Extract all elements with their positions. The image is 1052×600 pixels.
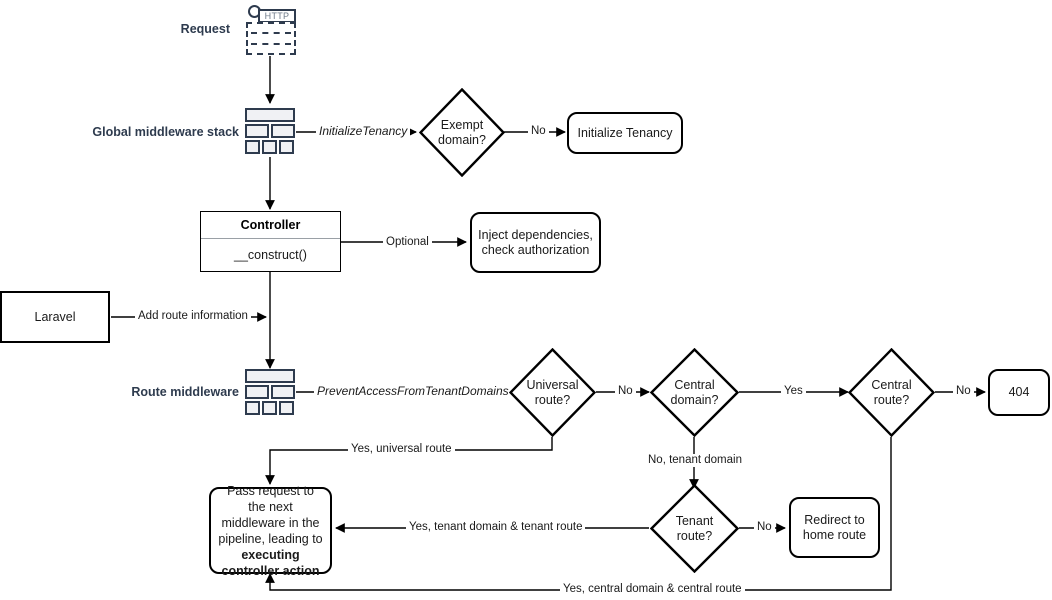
decision-exempt-domain: Exempt domain?: [419, 88, 505, 177]
controller-title: Controller: [201, 212, 340, 239]
edge-label-universal-no: No: [615, 385, 636, 398]
diamond-shape: [650, 348, 739, 437]
decision-central-route: Central route?: [848, 348, 935, 437]
http-protocol-label: HTTP: [258, 9, 296, 23]
edge-label-no-tenant-domain: No, tenant domain: [645, 454, 745, 467]
edge-label-add-route-information: Add route information: [135, 310, 251, 323]
diamond-shape: [509, 348, 596, 437]
diamond-shape: [419, 88, 505, 177]
decision-universal-route-label: Universal route?: [526, 377, 579, 407]
http-body-icon: [246, 22, 296, 55]
edge-label-optional: Optional: [383, 236, 432, 249]
edge-label-yes-central-domain-central-route: Yes, central domain & central route: [560, 583, 745, 596]
decision-central-domain-label: Central domain?: [670, 377, 719, 407]
decision-exempt-domain-label: Exempt domain?: [438, 117, 486, 147]
label-request: Request: [180, 22, 230, 36]
label-route-middleware: Route middleware: [131, 385, 239, 399]
pass-request-emphasis: executing controller action: [221, 547, 320, 578]
edge-label-yes-tenant-domain-tenant-route: Yes, tenant domain & tenant route: [406, 521, 586, 534]
edge-label-tenant-route-no: No: [754, 521, 775, 534]
node-404: 404: [988, 369, 1050, 416]
edge-label-initialize-tenancy: InitializeTenancy: [316, 125, 411, 138]
edge-label-exempt-no: No: [528, 125, 549, 138]
http-request-icon: HTTP: [244, 4, 296, 56]
edge-label-prevent-access-from-tenant-domains: PreventAccessFromTenantDomains: [314, 385, 512, 398]
pass-request-text: Pass request to the next middleware in t…: [218, 483, 323, 578]
node-inject-dependencies: Inject dependencies, check authorization: [470, 212, 601, 273]
edge-label-central-route-no: No: [953, 385, 974, 398]
diamond-shape: [650, 484, 739, 573]
edge-label-yes-universal-route: Yes, universal route: [348, 443, 455, 456]
diamond-shape: [848, 348, 935, 437]
node-redirect-home-route: Redirect to home route: [789, 497, 880, 558]
controller-construct-method: __construct(): [234, 248, 307, 262]
decision-universal-route: Universal route?: [509, 348, 596, 437]
decision-central-domain: Central domain?: [650, 348, 739, 437]
decision-tenant-route: Tenant route?: [650, 484, 739, 573]
node-controller: Controller __construct(): [200, 211, 341, 272]
label-global-middleware-stack: Global middleware stack: [92, 125, 239, 139]
global-middleware-stack-icon: [245, 108, 297, 156]
decision-central-route-label: Central route?: [871, 377, 912, 407]
decision-tenant-route-label: Tenant route?: [675, 513, 714, 543]
route-middleware-stack-icon: [245, 369, 297, 417]
node-pass-request-to-next-middleware: Pass request to the next middleware in t…: [209, 484, 332, 578]
node-laravel: Laravel: [0, 291, 110, 343]
node-initialize-tenancy: Initialize Tenancy: [567, 112, 683, 154]
edge-label-central-domain-yes: Yes: [781, 385, 806, 398]
